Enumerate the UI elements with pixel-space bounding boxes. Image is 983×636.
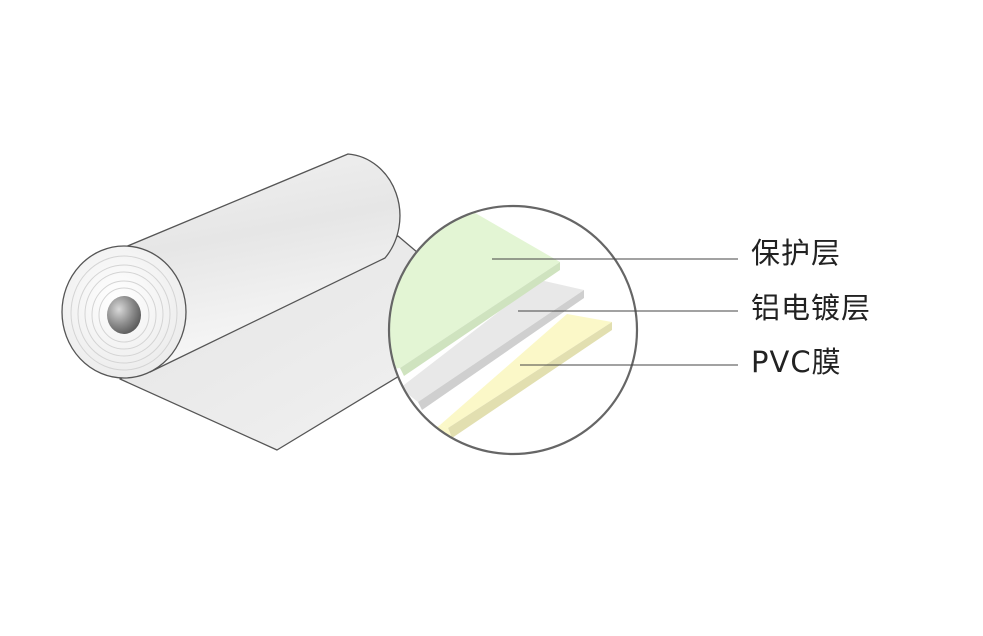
layer-pvc-top — [440, 314, 612, 428]
layer-protective-edge — [400, 262, 560, 376]
magnifier — [387, 204, 639, 456]
layer-aluminum-edge — [418, 290, 584, 410]
label-pvc-film: PVC膜 — [751, 345, 842, 379]
roll-end-face — [61, 245, 187, 379]
roll-body — [117, 153, 401, 373]
roll-core-hole — [107, 296, 141, 334]
layer-pvc-edge — [448, 322, 612, 438]
label-protective-layer: 保护层 — [751, 236, 842, 270]
label-aluminum-plating-layer: 铝电镀层 — [751, 291, 872, 325]
